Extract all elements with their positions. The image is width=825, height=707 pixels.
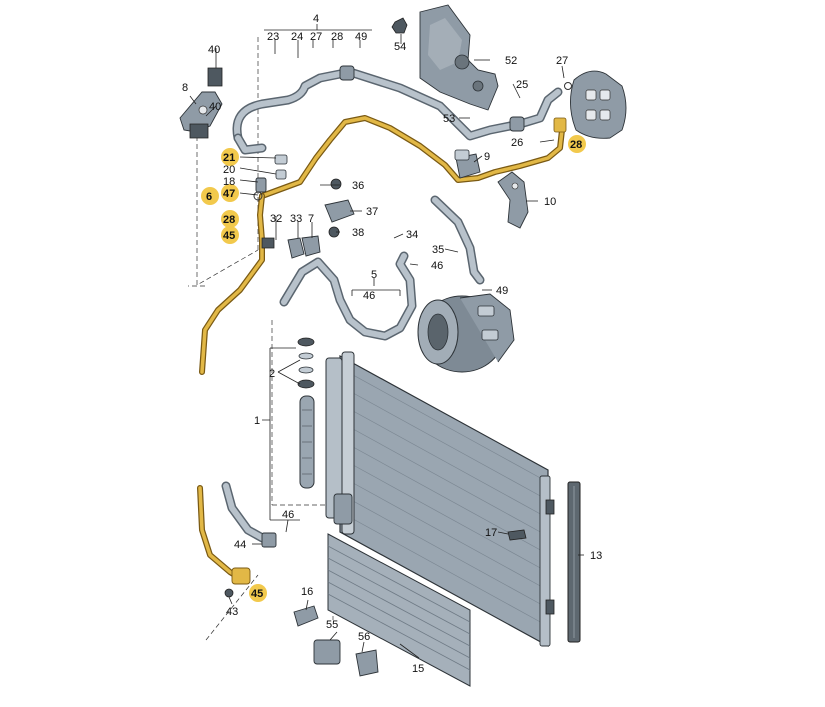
label-37: 37	[366, 206, 378, 218]
bracket-8	[179, 67, 223, 139]
bracket-9	[454, 149, 481, 179]
label-52: 52	[505, 55, 517, 67]
bracket-10	[497, 171, 529, 229]
ac-compressor	[417, 293, 515, 373]
leader-lines	[189, 24, 584, 659]
label-13: 13	[590, 550, 602, 562]
label-45b: 45	[251, 588, 263, 600]
label-15: 15	[412, 663, 424, 675]
suction-hose-upper	[232, 65, 563, 155]
label-28c: 28	[570, 139, 582, 151]
label-4: 4	[313, 13, 319, 25]
lower-grey-hose	[221, 481, 277, 548]
heat-shield	[419, 4, 499, 111]
high-pressure-pipe-upper	[259, 115, 567, 199]
small-clips	[261, 178, 355, 259]
label-36: 36	[352, 180, 364, 192]
label-44: 44	[234, 539, 246, 551]
label-10: 10	[544, 196, 556, 208]
label-34: 34	[406, 229, 418, 241]
label-27b: 27	[556, 55, 568, 67]
label-7: 7	[308, 213, 314, 225]
receiver-drier	[297, 337, 315, 489]
air-guide-panel	[327, 533, 471, 687]
label-53: 53	[443, 113, 455, 125]
expansion-valve-flange	[564, 70, 627, 139]
label-6: 6	[206, 191, 212, 203]
label-18: 18	[223, 176, 235, 188]
label-38: 38	[352, 227, 364, 239]
label-49: 49	[355, 31, 367, 43]
suction-hose-right	[430, 195, 485, 285]
label-40a: 40	[208, 44, 220, 56]
label-28: 28	[331, 31, 343, 43]
label-16: 16	[301, 586, 313, 598]
label-35: 35	[432, 244, 444, 256]
nut-54	[391, 17, 408, 34]
label-49b: 49	[496, 285, 508, 297]
compressor-hoses	[279, 251, 417, 341]
label-23: 23	[267, 31, 279, 43]
label-8: 8	[182, 82, 188, 94]
label-1: 1	[254, 415, 260, 427]
label-43: 43	[226, 606, 238, 618]
label-40b: 40	[209, 101, 221, 113]
condenser	[325, 351, 555, 648]
label-20: 20	[223, 164, 235, 176]
highlight-markers	[201, 135, 586, 602]
label-28b: 28	[223, 214, 235, 226]
label-56: 56	[358, 631, 370, 643]
fitting-stack	[253, 154, 288, 201]
label-27: 27	[310, 31, 322, 43]
callout-labels: 4 23 24 27 28 49 54 52 27 25 53 26 28 9 …	[182, 13, 602, 675]
label-2: 2	[269, 368, 275, 380]
label-26: 26	[511, 137, 523, 149]
label-33: 33	[290, 213, 302, 225]
label-17: 17	[485, 527, 497, 539]
label-46b: 46	[363, 290, 375, 302]
label-45a: 45	[223, 230, 235, 242]
label-46a: 46	[431, 260, 443, 272]
label-54: 54	[394, 41, 406, 53]
label-46c: 46	[282, 509, 294, 521]
label-47: 47	[223, 188, 235, 200]
label-5: 5	[371, 269, 377, 281]
seal-strip	[567, 481, 581, 643]
label-24: 24	[291, 31, 303, 43]
label-9: 9	[484, 151, 490, 163]
high-pressure-pipe-long	[197, 193, 265, 585]
small-parts-lower	[224, 529, 527, 677]
label-21: 21	[223, 152, 235, 164]
label-25: 25	[516, 79, 528, 91]
label-32: 32	[270, 213, 282, 225]
label-55: 55	[326, 619, 338, 631]
